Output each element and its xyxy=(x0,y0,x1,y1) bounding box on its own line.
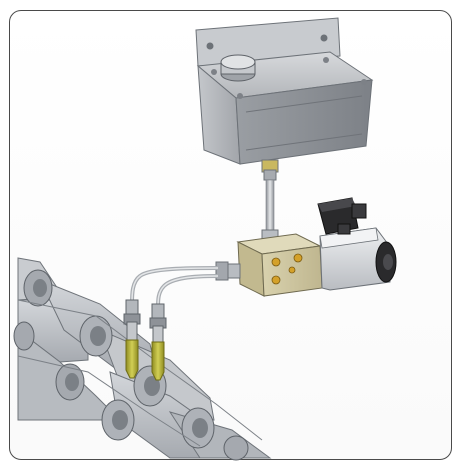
lubrication-lines xyxy=(130,261,241,309)
solenoid-valve xyxy=(236,197,397,297)
supply-tube xyxy=(265,179,275,233)
lubricant-reservoir xyxy=(195,17,374,181)
roller-chain xyxy=(13,257,272,461)
lubrication-nozzle-right xyxy=(149,303,167,381)
lubrication-nozzle-left xyxy=(123,299,141,379)
